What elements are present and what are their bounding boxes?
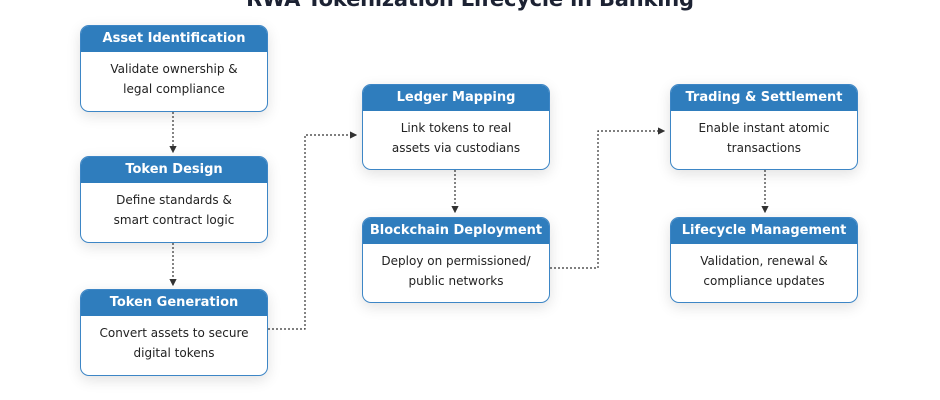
step-title: Lifecycle Management <box>671 218 857 244</box>
connector-3-4 <box>268 131 358 330</box>
step-blockchain-deployment: Blockchain Deployment Deploy on permissi… <box>362 217 550 303</box>
step-title: Asset Identification <box>81 26 267 52</box>
step-description: Enable instant atomic transactions <box>698 121 830 155</box>
step-description: Define standards & smart contract logic <box>113 193 235 227</box>
step-description: Link tokens to real assets via custodian… <box>391 121 521 155</box>
step-lifecycle-management: Lifecycle Management Validation, renewal… <box>670 217 858 303</box>
step-token-generation: Token Generation Convert assets to secur… <box>80 289 268 376</box>
step-description: Deploy on permissioned/ public networks <box>381 254 531 288</box>
diagram-title: RWA Tokenization Lifecycle in Banking <box>0 0 940 11</box>
step-title: Ledger Mapping <box>363 85 549 111</box>
step-title: Trading & Settlement <box>671 85 857 111</box>
step-ledger-mapping: Ledger Mapping Link tokens to real asset… <box>362 84 550 170</box>
step-title: Blockchain Deployment <box>363 218 549 244</box>
step-description: Convert assets to secure digital tokens <box>99 326 249 360</box>
step-title: Token Design <box>81 157 267 183</box>
step-title: Token Generation <box>81 290 267 316</box>
step-asset-identification: Asset Identification Validate ownership … <box>80 25 268 112</box>
step-trading-settlement: Trading & Settlement Enable instant atom… <box>670 84 858 170</box>
step-description: Validation, renewal & compliance updates <box>700 254 828 288</box>
step-description: Validate ownership & legal compliance <box>110 62 238 96</box>
step-token-design: Token Design Define standards & smart co… <box>80 156 268 243</box>
connector-5-6 <box>550 127 666 269</box>
